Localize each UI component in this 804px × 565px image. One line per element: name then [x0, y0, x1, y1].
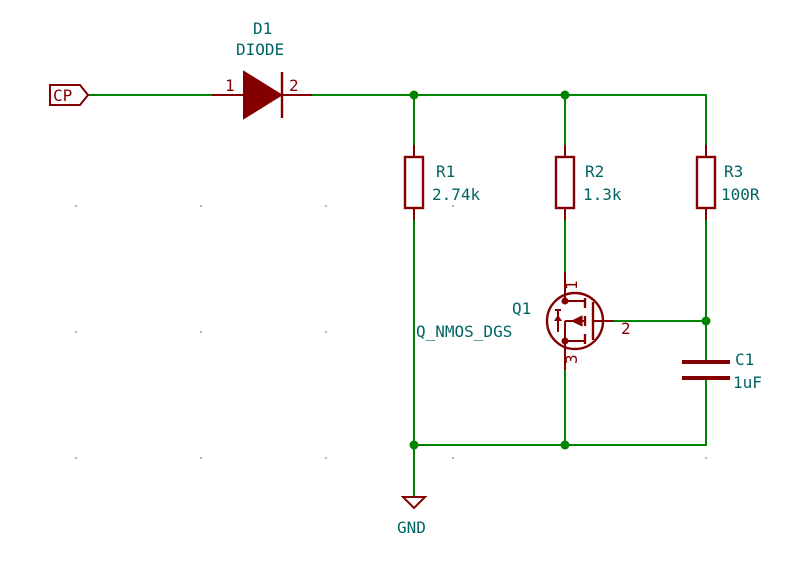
r3-value: 100R: [721, 185, 760, 204]
port-cp-label: CP: [53, 86, 72, 105]
diode-ref: D1: [253, 19, 272, 38]
capacitor-c1[interactable]: C1 1uF: [682, 350, 762, 392]
diode-d1[interactable]: D1 DIODE 1 2: [212, 19, 312, 120]
wires: [87, 94, 707, 498]
mosfet-q1[interactable]: 1 3 2 Q1 Q_NMOS_DGS: [416, 272, 631, 370]
resistor-r1[interactable]: R1 2.74k: [403, 145, 481, 220]
junction-dot: [701, 316, 711, 326]
r1-ref: R1: [436, 162, 455, 181]
ground-symbol[interactable]: GND: [397, 496, 428, 537]
c1-ref: C1: [735, 350, 754, 369]
port-cp[interactable]: CP: [49, 84, 90, 106]
resistor-r2[interactable]: R2 1.3k: [554, 145, 622, 220]
c1-value: 1uF: [733, 373, 762, 392]
r2-ref: R2: [585, 162, 604, 181]
diode-value: DIODE: [236, 40, 284, 59]
junctions: [409, 90, 711, 450]
diode-pin1: 1: [225, 76, 235, 95]
junction-dot: [409, 440, 419, 450]
r3-ref: R3: [724, 162, 743, 181]
junction-dot: [560, 90, 570, 100]
q1-value: Q_NMOS_DGS: [416, 322, 512, 341]
q1-pin1: 1: [562, 280, 581, 290]
q1-pin2: 2: [621, 319, 631, 338]
grid-dots: [75, 205, 707, 459]
gnd-label: GND: [397, 518, 426, 537]
diode-pin2: 2: [289, 76, 299, 95]
junction-dot: [560, 440, 570, 450]
q1-pin3: 3: [562, 354, 581, 364]
resistor-r3[interactable]: R3 100R: [695, 145, 760, 220]
q1-ref: Q1: [512, 299, 531, 318]
r1-value: 2.74k: [432, 185, 481, 204]
r2-value: 1.3k: [583, 185, 622, 204]
junction-dot: [409, 90, 419, 100]
